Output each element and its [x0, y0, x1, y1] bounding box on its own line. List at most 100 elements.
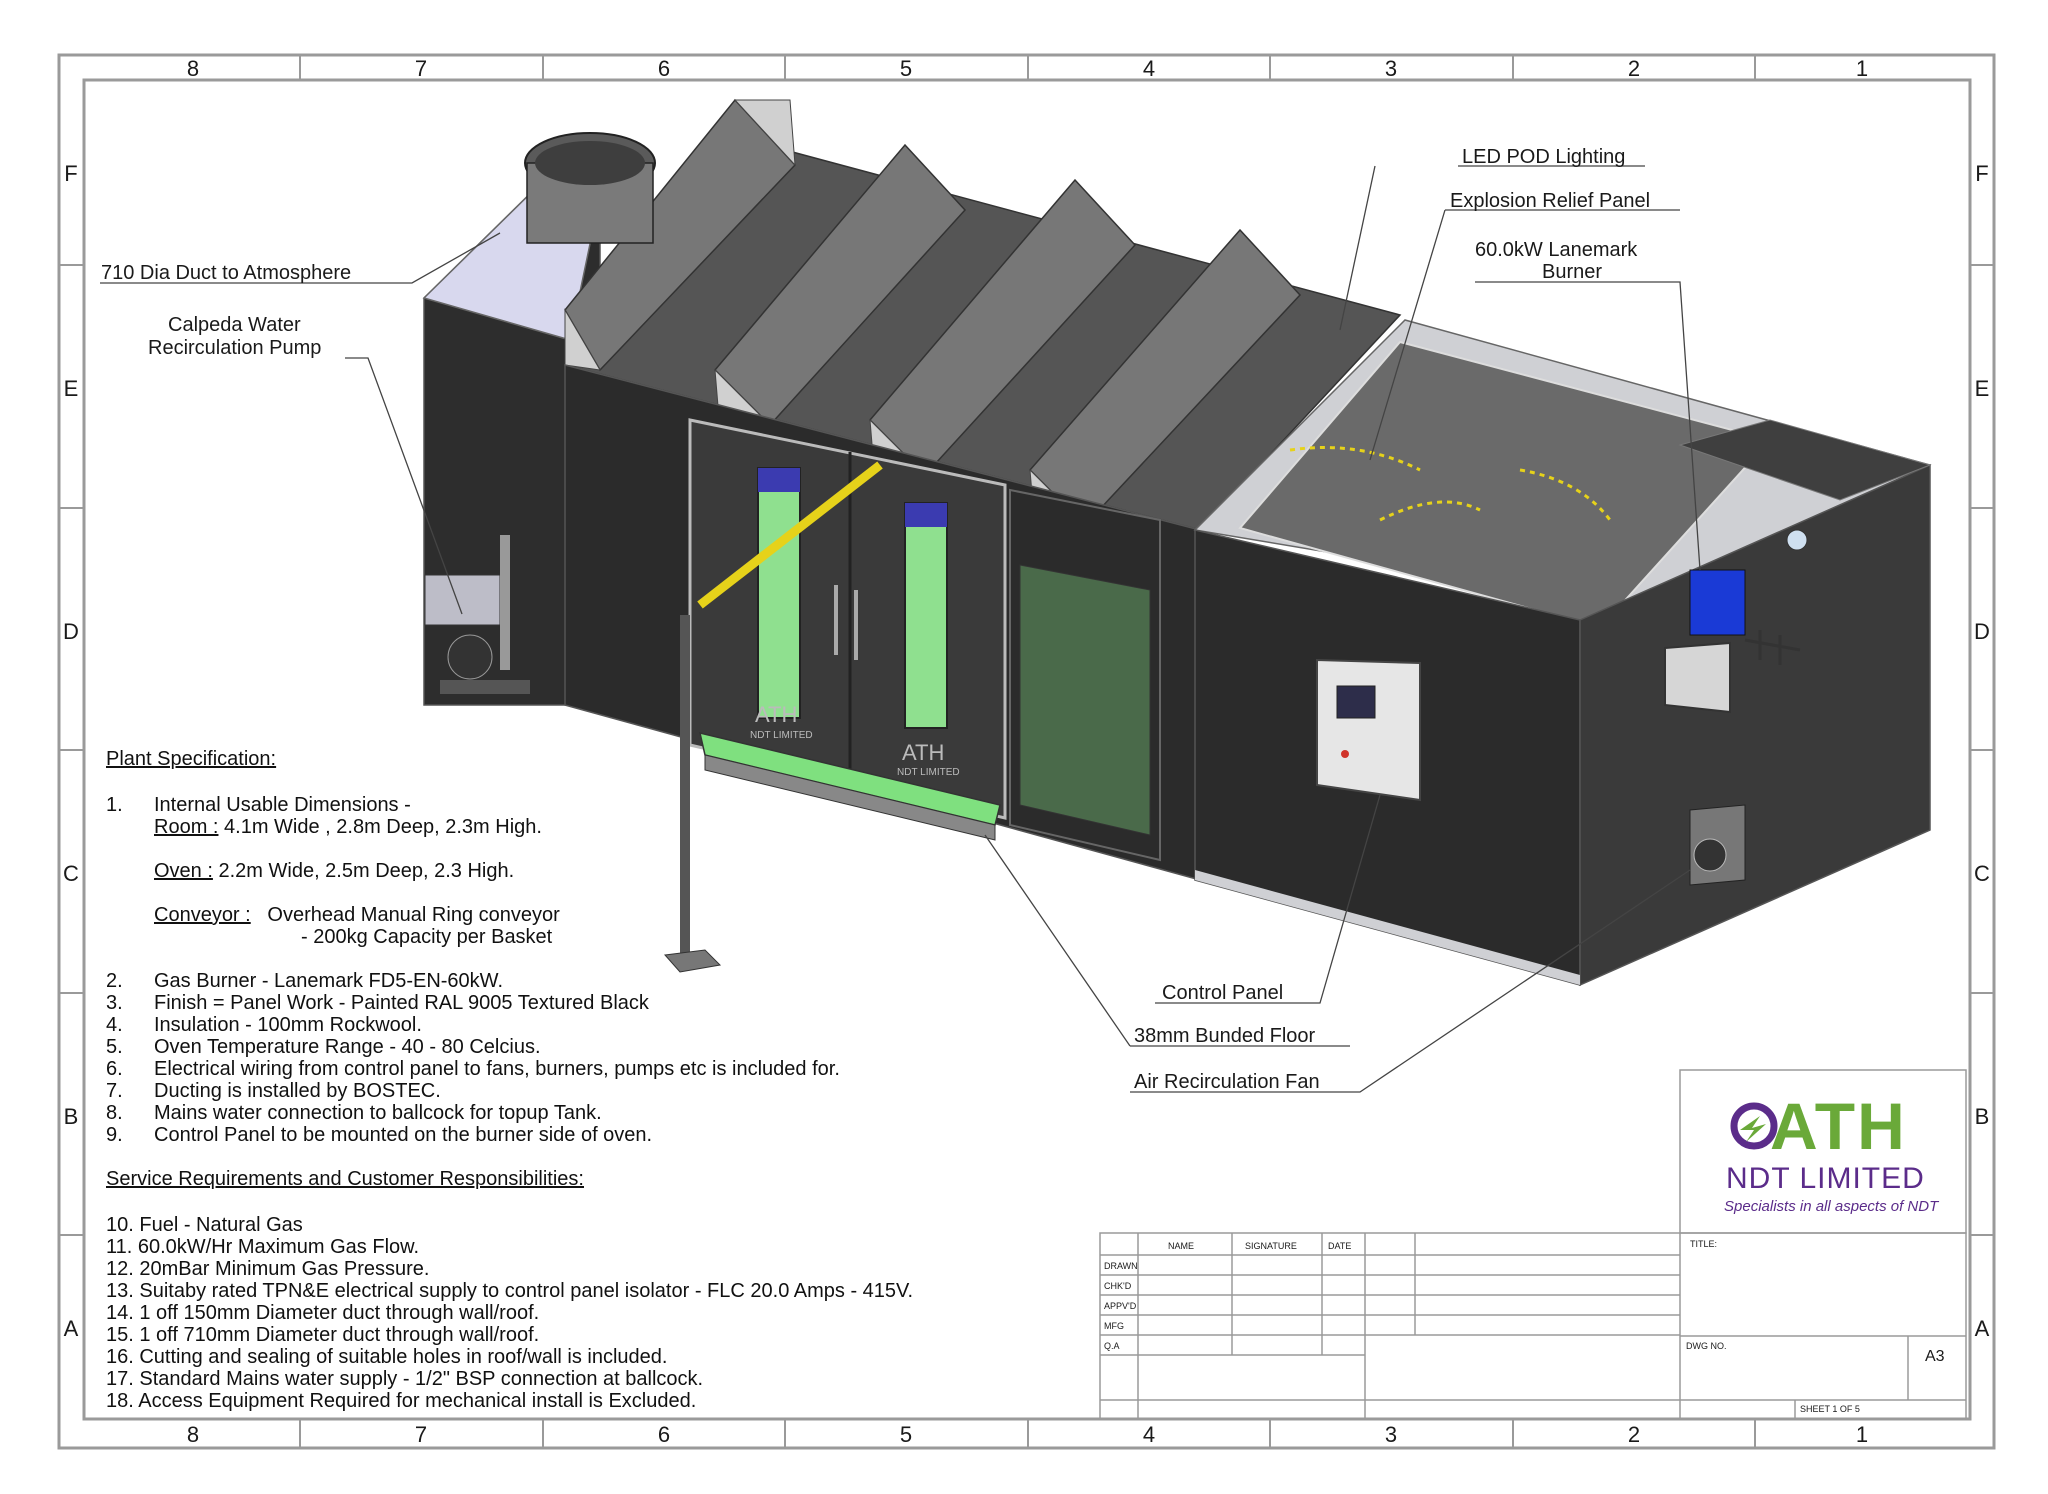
conveyor-arm	[697, 461, 883, 609]
spec-item: 4. Insulation - 100mm Rockwool.	[106, 1014, 1106, 1036]
leader-lines	[100, 165, 1701, 1093]
control-panel-isolator	[1341, 750, 1349, 758]
col-label-top-3: 3	[1385, 56, 1397, 81]
oven-base-trim	[1195, 870, 1580, 985]
spec-item-num: 6.	[106, 1058, 123, 1080]
spec-conveyor-label: Conveyor :	[154, 904, 251, 926]
spec-item-text: Mains water connection to ballcock for t…	[154, 1102, 602, 1124]
title-block-col-date: DATE	[1328, 1241, 1351, 1251]
service-heading: Service Requirements and Customer Respon…	[106, 1168, 584, 1190]
service-item: 15. 1 off 710mm Diameter duct through wa…	[106, 1324, 540, 1346]
spec-heading: Plant Specification:	[106, 748, 277, 770]
spec-item: 5.Oven Temperature Range - 40 - 80 Celci…	[106, 1036, 1106, 1058]
spec-item-text: Electrical wiring from control panel to …	[154, 1058, 840, 1080]
service-item: 12. 20mBar Minimum Gas Pressure.	[106, 1258, 430, 1280]
title-block-row-drawn: DRAWN	[1104, 1261, 1138, 1271]
callout-burner-line1: 60.0kW Lanemark	[1475, 239, 1638, 261]
water-tank	[424, 574, 501, 626]
spec-item-1: 1. Internal Usable Dimensions -	[106, 794, 1106, 816]
title-block-size: A3	[1925, 1348, 1945, 1365]
callout-fan: Air Recirculation Fan	[1134, 1071, 1320, 1093]
col-label-bottom-5: 5	[900, 1422, 912, 1447]
spec-room: Room : 4.1m Wide , 2.8m Deep, 2.3m High.	[106, 816, 1106, 838]
air-recirculation-fan	[1693, 838, 1727, 872]
col-label-bottom-4: 4	[1143, 1422, 1155, 1447]
spec-item: 9. Control Panel to be mounted on the bur…	[106, 1124, 1106, 1146]
spray-booth-model: ATH NDT LIMITED ATH NDT LIMITED	[422, 98, 1932, 987]
spec-conveyor-cont: - 200kg Capacity per Basket	[301, 926, 553, 948]
col-label-top-1: 1	[1856, 56, 1868, 81]
door-brand-left: ATH	[755, 702, 797, 727]
logo-sub: NDT LIMITED	[1726, 1162, 1925, 1195]
col-label-bottom-8: 8	[187, 1422, 199, 1447]
door-brand-right-sub: NDT LIMITED	[897, 767, 960, 778]
callout-pump-line2: Recirculation Pump	[148, 337, 321, 359]
title-block-row-checked: CHK'D	[1104, 1281, 1132, 1291]
plant-specification: Plant Specification: 1. Internal Usable …	[106, 748, 1106, 1412]
callout-burner-line2: Burner	[1542, 261, 1602, 283]
spec-item-num: 9.	[106, 1124, 123, 1146]
title-block-sheet: SHEET 1 OF 5	[1800, 1404, 1860, 1414]
title-block-title-label: TITLE:	[1690, 1239, 1717, 1249]
spec-room-value: 4.1m Wide , 2.8m Deep, 2.3m High.	[224, 816, 542, 838]
fan-grille-green	[1019, 564, 1151, 836]
row-label-left-F: F	[64, 161, 77, 186]
gusset-1	[564, 308, 601, 371]
row-label-left-E: E	[64, 376, 79, 401]
service-item: 18. Access Equipment Required for mechan…	[106, 1390, 697, 1412]
col-label-bottom-7: 7	[415, 1422, 427, 1447]
spec-oven-value: 2.2m Wide, 2.5m Deep, 2.3 High.	[218, 860, 515, 882]
callout-floor: 38mm Bunded Floor	[1134, 1025, 1316, 1047]
door-window-right	[904, 502, 948, 729]
row-label-left-A: A	[64, 1316, 79, 1341]
conveyor-foot	[663, 949, 722, 973]
row-label-right-A: A	[1975, 1316, 1990, 1341]
spec-conveyor: Conveyor : Overhead Manual Ring conveyor	[106, 904, 1106, 926]
col-label-top-6: 6	[658, 56, 670, 81]
spec-item-num: 8.	[106, 1102, 123, 1124]
burner-plate	[1664, 641, 1731, 714]
gusset-2	[733, 99, 796, 167]
zone-dividers	[59, 55, 1994, 1448]
row-label-left-B: B	[64, 1104, 79, 1129]
spec-item-text: Ducting is installed by BOSTEC.	[154, 1080, 441, 1102]
title-block-dwg-label: DWG NO.	[1686, 1341, 1727, 1351]
spec-oven-label: Oven :	[154, 860, 213, 882]
door-window-left	[757, 467, 801, 719]
burner-body	[1689, 569, 1746, 636]
bunded-floor-edge	[704, 754, 996, 841]
callout-control-panel: Control Panel	[1162, 982, 1283, 1004]
spec-item: 2.Gas Burner - Lanemark FD5-EN-60kW.	[106, 970, 1106, 992]
outer-border	[57, 53, 1996, 1450]
service-item: 11. 60.0kW/Hr Maximum Gas Flow.	[106, 1236, 420, 1258]
row-label-right-D: D	[1974, 619, 1990, 644]
spec-item-num: 2.	[106, 970, 123, 992]
logo-tagline: Specialists in all aspects of NDT	[1724, 1198, 1939, 1215]
control-panel-screen	[1336, 685, 1376, 719]
col-label-top-7: 7	[415, 56, 427, 81]
pump-base	[440, 680, 530, 694]
service-items: 10. Fuel - Natural Gas 11. 60.0kW/Hr Max…	[106, 1214, 1106, 1412]
spec-item-num: 7.	[106, 1080, 123, 1102]
door-window-right-top	[905, 503, 947, 527]
spec-item-text: Insulation - 100mm Rockwool.	[154, 1014, 422, 1036]
spec-item-num: 4.	[106, 1014, 123, 1036]
burner-pipework	[1744, 630, 1801, 665]
row-label-right-C: C	[1974, 861, 1990, 886]
spec-item-1-num: 1.	[106, 794, 123, 816]
callout-led: LED POD Lighting	[1462, 146, 1625, 168]
row-label-left-D: D	[63, 619, 79, 644]
spec-item: 3.Finish = Panel Work - Painted RAL 9005…	[106, 992, 1106, 1014]
pump-motor	[447, 634, 493, 680]
row-label-left-C: C	[63, 861, 79, 886]
spec-item-text: Control Panel to be mounted on the burne…	[154, 1124, 653, 1146]
col-label-top-2: 2	[1628, 56, 1640, 81]
spec-item-1-text: Internal Usable Dimensions -	[154, 794, 411, 816]
title-block-col-name: NAME	[1168, 1241, 1194, 1251]
spec-room-label: Room :	[154, 816, 219, 838]
spec-item-text: Oven Temperature Range - 40 - 80 Celcius…	[154, 1036, 541, 1058]
led-pods	[1289, 446, 1612, 522]
service-item: 10. Fuel - Natural Gas	[106, 1214, 303, 1236]
oven-end-wall	[1579, 463, 1931, 987]
